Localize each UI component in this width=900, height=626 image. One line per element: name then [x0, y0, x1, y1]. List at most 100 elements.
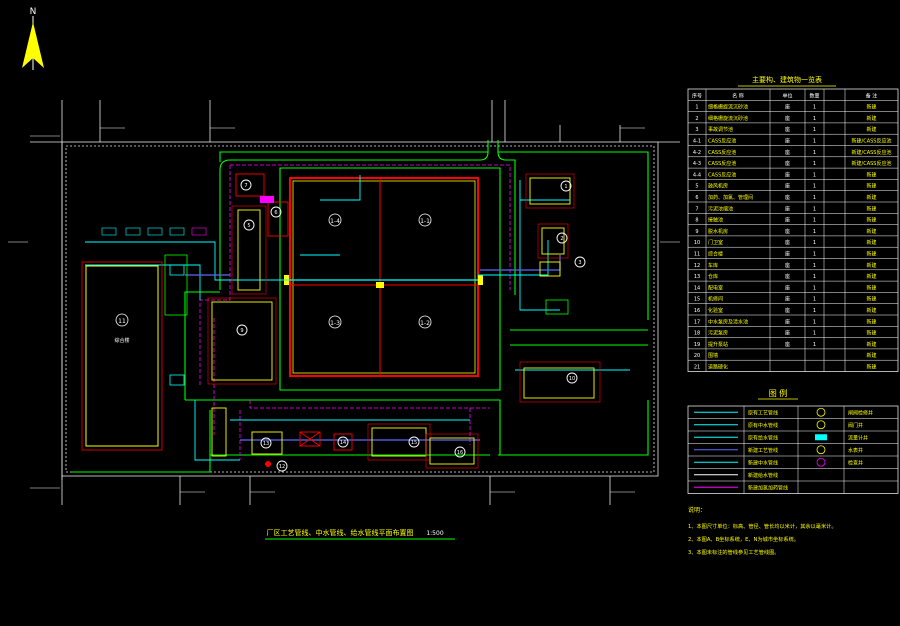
tank-outer — [289, 177, 479, 377]
building-9-num: 9 — [240, 328, 243, 334]
table-cell-no: 14 — [694, 285, 700, 291]
table-cell-unit: 座 — [785, 318, 790, 325]
table-cell-no: 4-2 — [693, 150, 701, 156]
tank-label-nw-text: 1-4 — [330, 218, 340, 225]
table-cell-qty: 1 — [813, 240, 816, 246]
table-cell-unit: 座 — [785, 171, 790, 178]
table-cell-note: 新建 — [866, 318, 876, 325]
table-title: 主要构、建筑物一览表 — [752, 75, 822, 84]
table-cell-note: 新建 — [866, 330, 876, 337]
table-cell-no: 16 — [694, 308, 700, 314]
table-cell-name: 细格栅旋流沉砂池 — [708, 104, 748, 111]
table-cell-note: 新建 — [866, 228, 876, 235]
legend-line-label: 新建工艺管线 — [748, 447, 778, 454]
building-11: 11 综合楼 — [81, 261, 163, 451]
table-cell-note: 新建 — [866, 171, 876, 178]
table-cell-no: 7 — [695, 206, 698, 212]
legend-symbol-label: 阀门井 — [848, 422, 863, 429]
building-11-num: 11 — [118, 318, 126, 325]
table-cell-qty: 1 — [813, 342, 816, 348]
table-cell-qty: 1 — [813, 206, 816, 212]
table-cell-qty: 1 — [813, 127, 816, 133]
table-cell-name: 车库 — [708, 262, 718, 269]
north-label: N — [30, 7, 37, 17]
table-cell-no: 1 — [695, 105, 698, 111]
table-cell-name: 污泥浓缩池 — [708, 205, 733, 212]
building-5-num: 5 — [247, 223, 250, 229]
north-arrow: N — [22, 7, 44, 70]
legend-line-label: 原有工艺管线 — [748, 409, 778, 416]
table-cell-note: 新建 — [866, 284, 876, 291]
table-cell-name: CASS反应池 — [708, 149, 736, 156]
table-cell-unit: 座 — [785, 330, 790, 337]
table-cell-note: 新建 — [866, 307, 876, 314]
north-arrow-icon — [22, 22, 44, 68]
legend: 图 例 原有工艺管线原有中水管线原有给水管线新建工艺管线新建中水管线新建给水管线… — [687, 388, 899, 494]
table-cell-qty: 1 — [813, 184, 816, 190]
table-cell-note: 新建/CASS反应池 — [852, 138, 892, 145]
table-cell-note: 新建 — [866, 217, 876, 224]
table-cell-note: 新建 — [866, 239, 876, 246]
table-header-cell: 名 称 — [732, 92, 744, 99]
table-cell-no: 21 — [694, 365, 700, 371]
table-cell-qty: 1 — [813, 285, 816, 291]
building-2-num: 2 — [560, 236, 563, 242]
new-process-pipes — [185, 255, 561, 441]
table-cell-no: 19 — [694, 342, 700, 348]
table-cell-unit: 座 — [785, 104, 790, 111]
table-cell-note: 新建 — [866, 183, 876, 190]
table-cell-note: 新建 — [866, 352, 876, 359]
table-cell-unit: 座 — [785, 126, 790, 133]
table-cell-note: 新建 — [866, 194, 876, 201]
table-cell-name: 道路硬化 — [708, 364, 728, 371]
table-header-cell: 序号 — [692, 92, 702, 99]
legend-line-label: 原有给水管线 — [748, 434, 778, 441]
table-header-cell: 单位 — [782, 92, 792, 99]
table-cell-no: 15 — [694, 297, 700, 303]
building-cluster-right: 1 2 3 10 — [519, 173, 601, 403]
table-cell-name: 加药、加氯、管理间 — [708, 194, 753, 201]
table-cell-note: 新建 — [866, 364, 876, 371]
table-cell-no: 4-1 — [693, 139, 701, 145]
legend-title: 图 例 — [769, 388, 788, 398]
table-cell-name: 围墙 — [708, 352, 718, 359]
table-cell-qty: 1 — [813, 161, 816, 167]
table-cell-note: 新建 — [866, 262, 876, 269]
building-3-num: 3 — [578, 260, 581, 266]
legend-line-label: 新建给水管线 — [748, 472, 778, 479]
table-cell-name: 污泥泵房 — [708, 330, 728, 337]
table-cell-name: CASS反应池 — [708, 160, 736, 167]
notes: 说明： 1、本图尺寸单位：标高、管径、管长均以米计，其余以毫米计。 2、本图A、… — [688, 506, 837, 556]
table-cell-unit: 座 — [785, 228, 790, 235]
building-12-num: 12 — [279, 464, 285, 470]
tank-label-sw-text: 1-3 — [330, 320, 340, 327]
table-header-cell: 数量 — [809, 92, 819, 99]
table-cell-name: 化验室 — [708, 307, 723, 314]
table-cell-qty: 1 — [813, 263, 816, 269]
table-cell-name: CASS反应池 — [708, 138, 736, 145]
table-cell-qty: 1 — [813, 331, 816, 337]
coordinate-tags — [8, 127, 680, 493]
tank-label-se — [418, 315, 432, 329]
table-cell-qty: 1 — [813, 252, 816, 258]
table-cell-qty: 1 — [813, 274, 816, 280]
table-cell-unit: 座 — [785, 296, 790, 303]
legend-well-icon — [816, 445, 826, 455]
table-cell-qty: 1 — [813, 319, 816, 325]
table-cell-no: 10 — [694, 240, 700, 246]
table-cell-unit: 座 — [785, 115, 790, 122]
legend-symbol-label: 检查井 — [848, 459, 863, 466]
table-cell-unit: 座 — [785, 160, 790, 167]
drawing-title-block: 厂区工艺管线、中水管线、给水管线平面布置图 1:500 — [265, 528, 455, 540]
building-cluster-left: 7 5 6 9 — [164, 173, 289, 386]
cass-tanks: 1-4 1-1 1-3 1-2 — [284, 177, 483, 377]
table-cell-note: 新建 — [866, 341, 876, 348]
building-cluster-bottom: 13 14 15 16 12 — [211, 407, 479, 472]
table-cell-no: 17 — [694, 319, 700, 325]
label-boxes-left — [101, 196, 274, 236]
table-cell-no: 5 — [695, 184, 698, 190]
table-cell-name: 细格栅旋流沉砂池 — [708, 115, 748, 122]
